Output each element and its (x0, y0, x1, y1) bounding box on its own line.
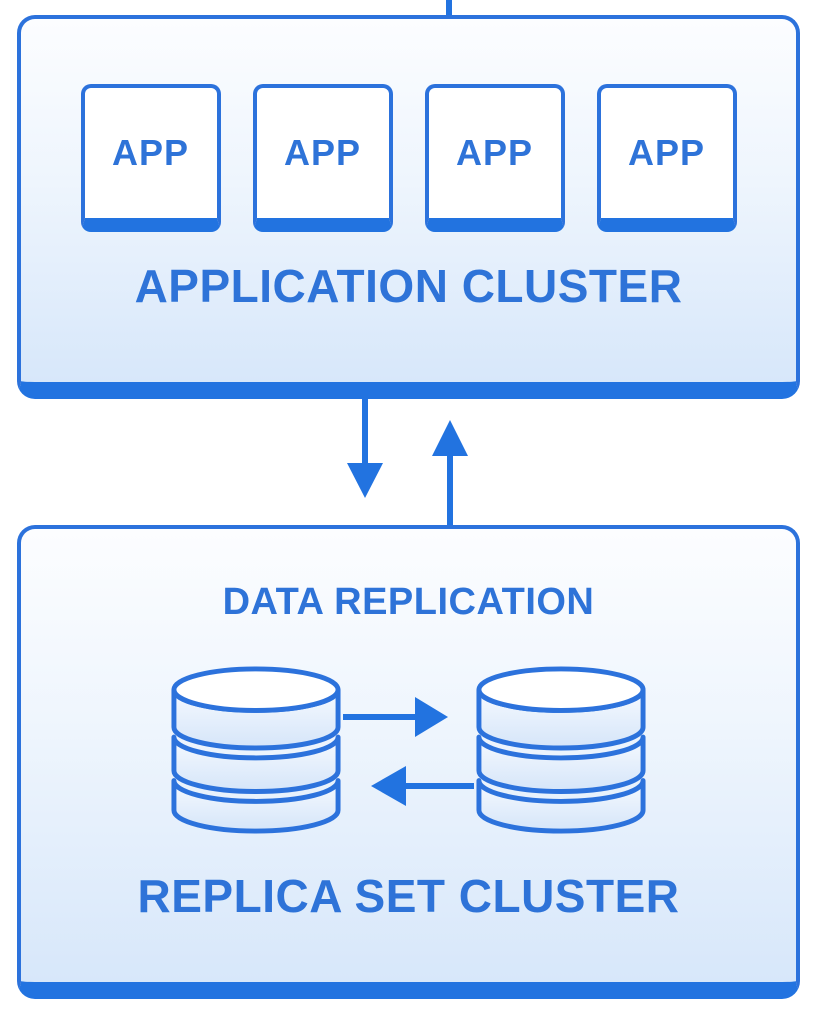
app-label: APP (111, 132, 190, 173)
application-cluster-label: APPLICATION CLUSTER (134, 260, 683, 312)
app-node: APP (80, 84, 221, 232)
top-connector-line (446, 0, 452, 20)
app-label: APP (283, 132, 362, 173)
replica-set-cluster-label: REPLICA SET CLUSTER (137, 869, 680, 922)
application-cluster-box: APP APP APP APP APPLICATION CLUSTER (17, 15, 800, 399)
database-icon (171, 666, 341, 834)
app-row: APP APP APP APP (21, 84, 796, 232)
database-icon (476, 666, 646, 834)
app-node: APP (252, 84, 393, 232)
replica-set-cluster-box: DATA REPLICATION (17, 525, 800, 999)
data-replication-title: DATA REPLICATION (222, 581, 595, 623)
app-node: APP (596, 84, 737, 232)
app-label: APP (455, 132, 534, 173)
app-db-connection-arrows (347, 399, 468, 526)
app-label: APP (627, 132, 706, 173)
arrow-down-icon (347, 399, 383, 498)
database-row (21, 663, 796, 837)
arrow-left-icon (371, 765, 474, 806)
replication-arrows (343, 696, 474, 806)
arrow-up-icon (432, 420, 468, 526)
app-node: APP (424, 84, 565, 232)
arrow-right-icon (343, 696, 448, 737)
